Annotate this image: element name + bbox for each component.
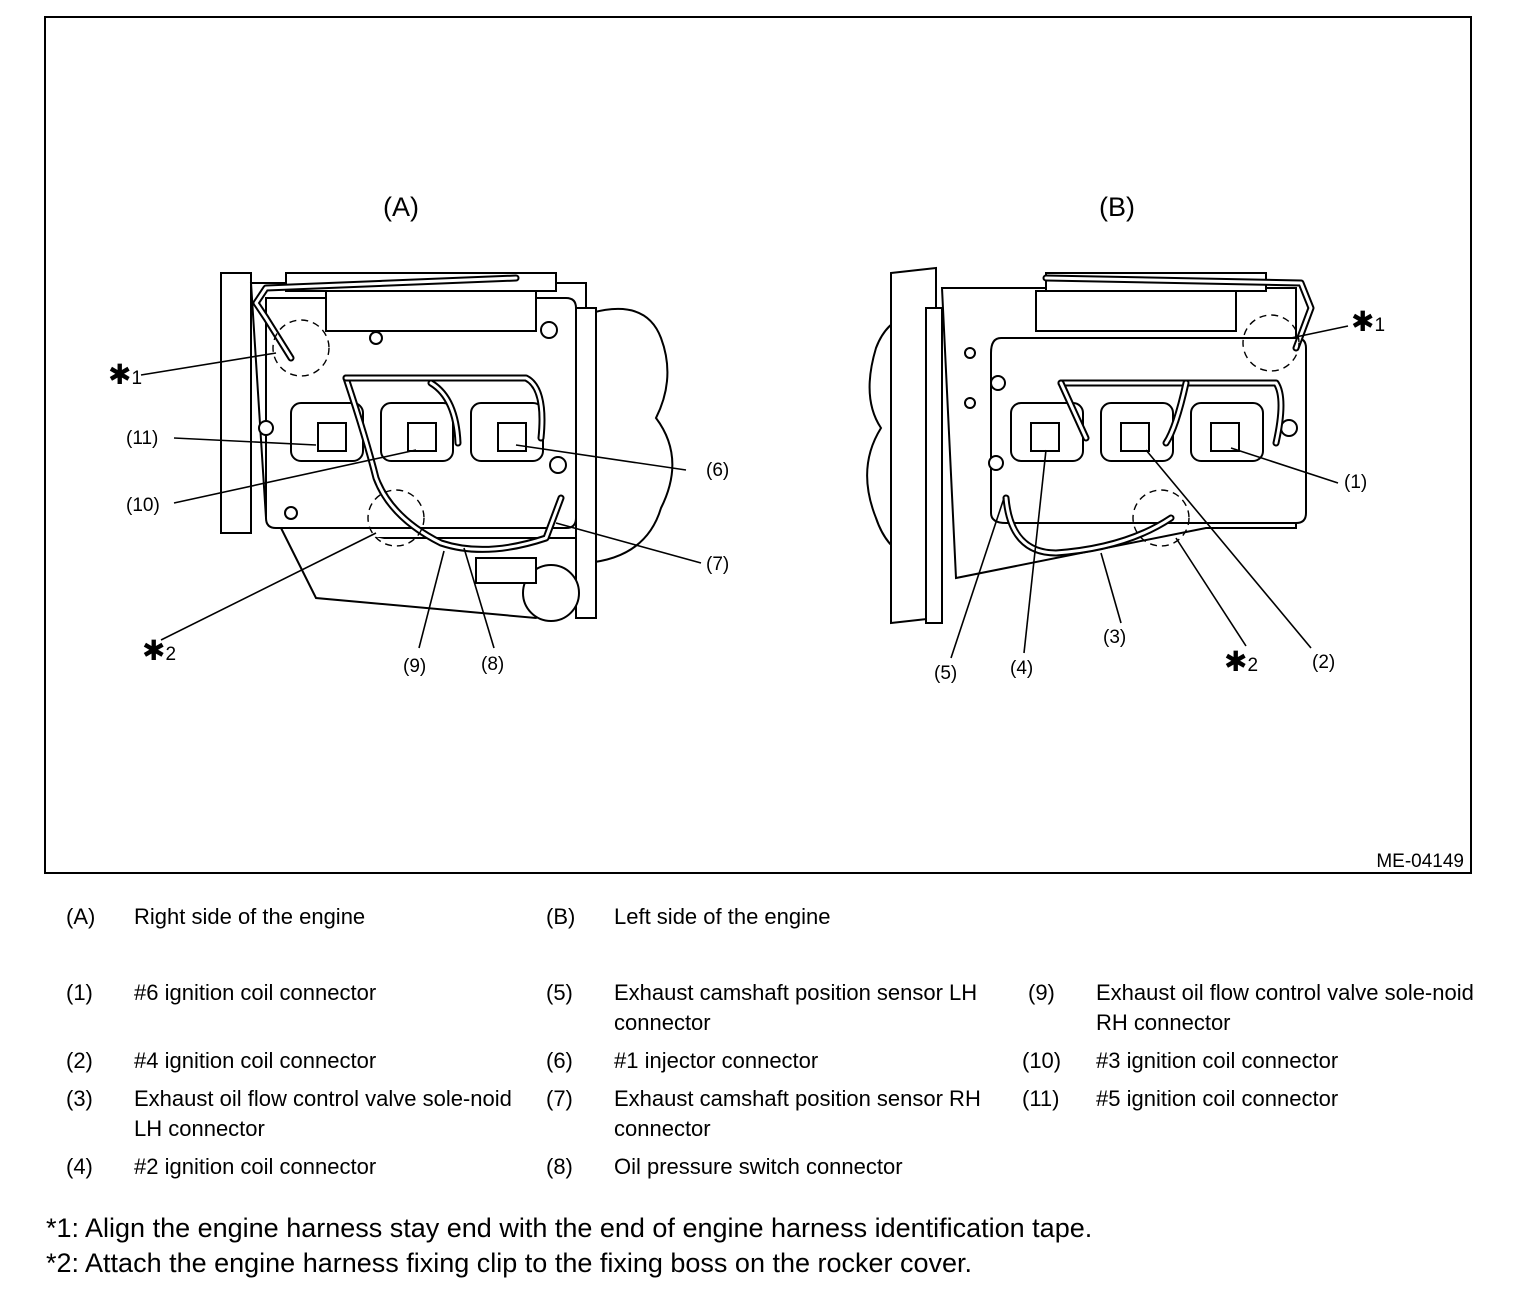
leader-3: [1100, 552, 1122, 624]
callout-5: (5): [934, 663, 957, 684]
leader-10: [173, 449, 417, 504]
callout-1: (1): [1344, 472, 1367, 493]
leader-8: [463, 547, 495, 649]
callout-9: (9): [403, 656, 426, 677]
callout-10: (10): [126, 495, 160, 516]
leader-7: [555, 522, 702, 564]
leader-1: [1230, 447, 1339, 484]
engine-b-illustration: [866, 266, 1315, 625]
engine-a-illustration: [220, 272, 674, 622]
callout-7: (7): [706, 554, 729, 575]
leader-9: [418, 550, 445, 649]
note-2: *2: Attach the engine harness fixing cli…: [46, 1248, 973, 1278]
callout-8: (8): [481, 654, 504, 675]
callout-11: (11): [126, 428, 158, 449]
engine-harness-figure: (A) (B) ✱1 (11) (10) (6) (7) ✱2 (9) (8) …: [44, 16, 1472, 874]
figure-code: ME-04149: [1376, 851, 1464, 872]
callout-3: (3): [1103, 627, 1126, 648]
legend-a: (A) Right side of the engine: [66, 904, 366, 929]
leader-star1-a: [140, 352, 277, 376]
callout-star2-a: ✱2: [142, 634, 176, 667]
callout-6: (6): [706, 460, 729, 481]
leader-4: [1023, 449, 1047, 654]
legend-b: (B) Left side of the engine: [546, 904, 831, 929]
callout-star1-a: ✱1: [108, 358, 142, 391]
callout-star1-b: ✱1: [1351, 305, 1385, 338]
leader-6: [515, 444, 687, 471]
leader-2: [1145, 449, 1312, 649]
leader-star2-a: [160, 532, 377, 641]
callout-2: (2): [1312, 652, 1335, 673]
leader-star2-b: [1175, 537, 1247, 647]
note-1: *1: Align the engine harness stay end wi…: [46, 1213, 1093, 1243]
diagram-svg: (A) (B) ✱1 (11) (10) (6) (7) ✱2 (9) (8) …: [108, 192, 1464, 872]
callout-star2-b: ✱2: [1224, 645, 1258, 678]
leader-star1-b: [1290, 325, 1349, 339]
callout-4: (4): [1010, 658, 1033, 679]
view-a-title: (A): [383, 192, 419, 222]
leader-11: [173, 437, 317, 446]
leader-5: [950, 497, 1005, 659]
view-b-title: (B): [1099, 192, 1135, 222]
